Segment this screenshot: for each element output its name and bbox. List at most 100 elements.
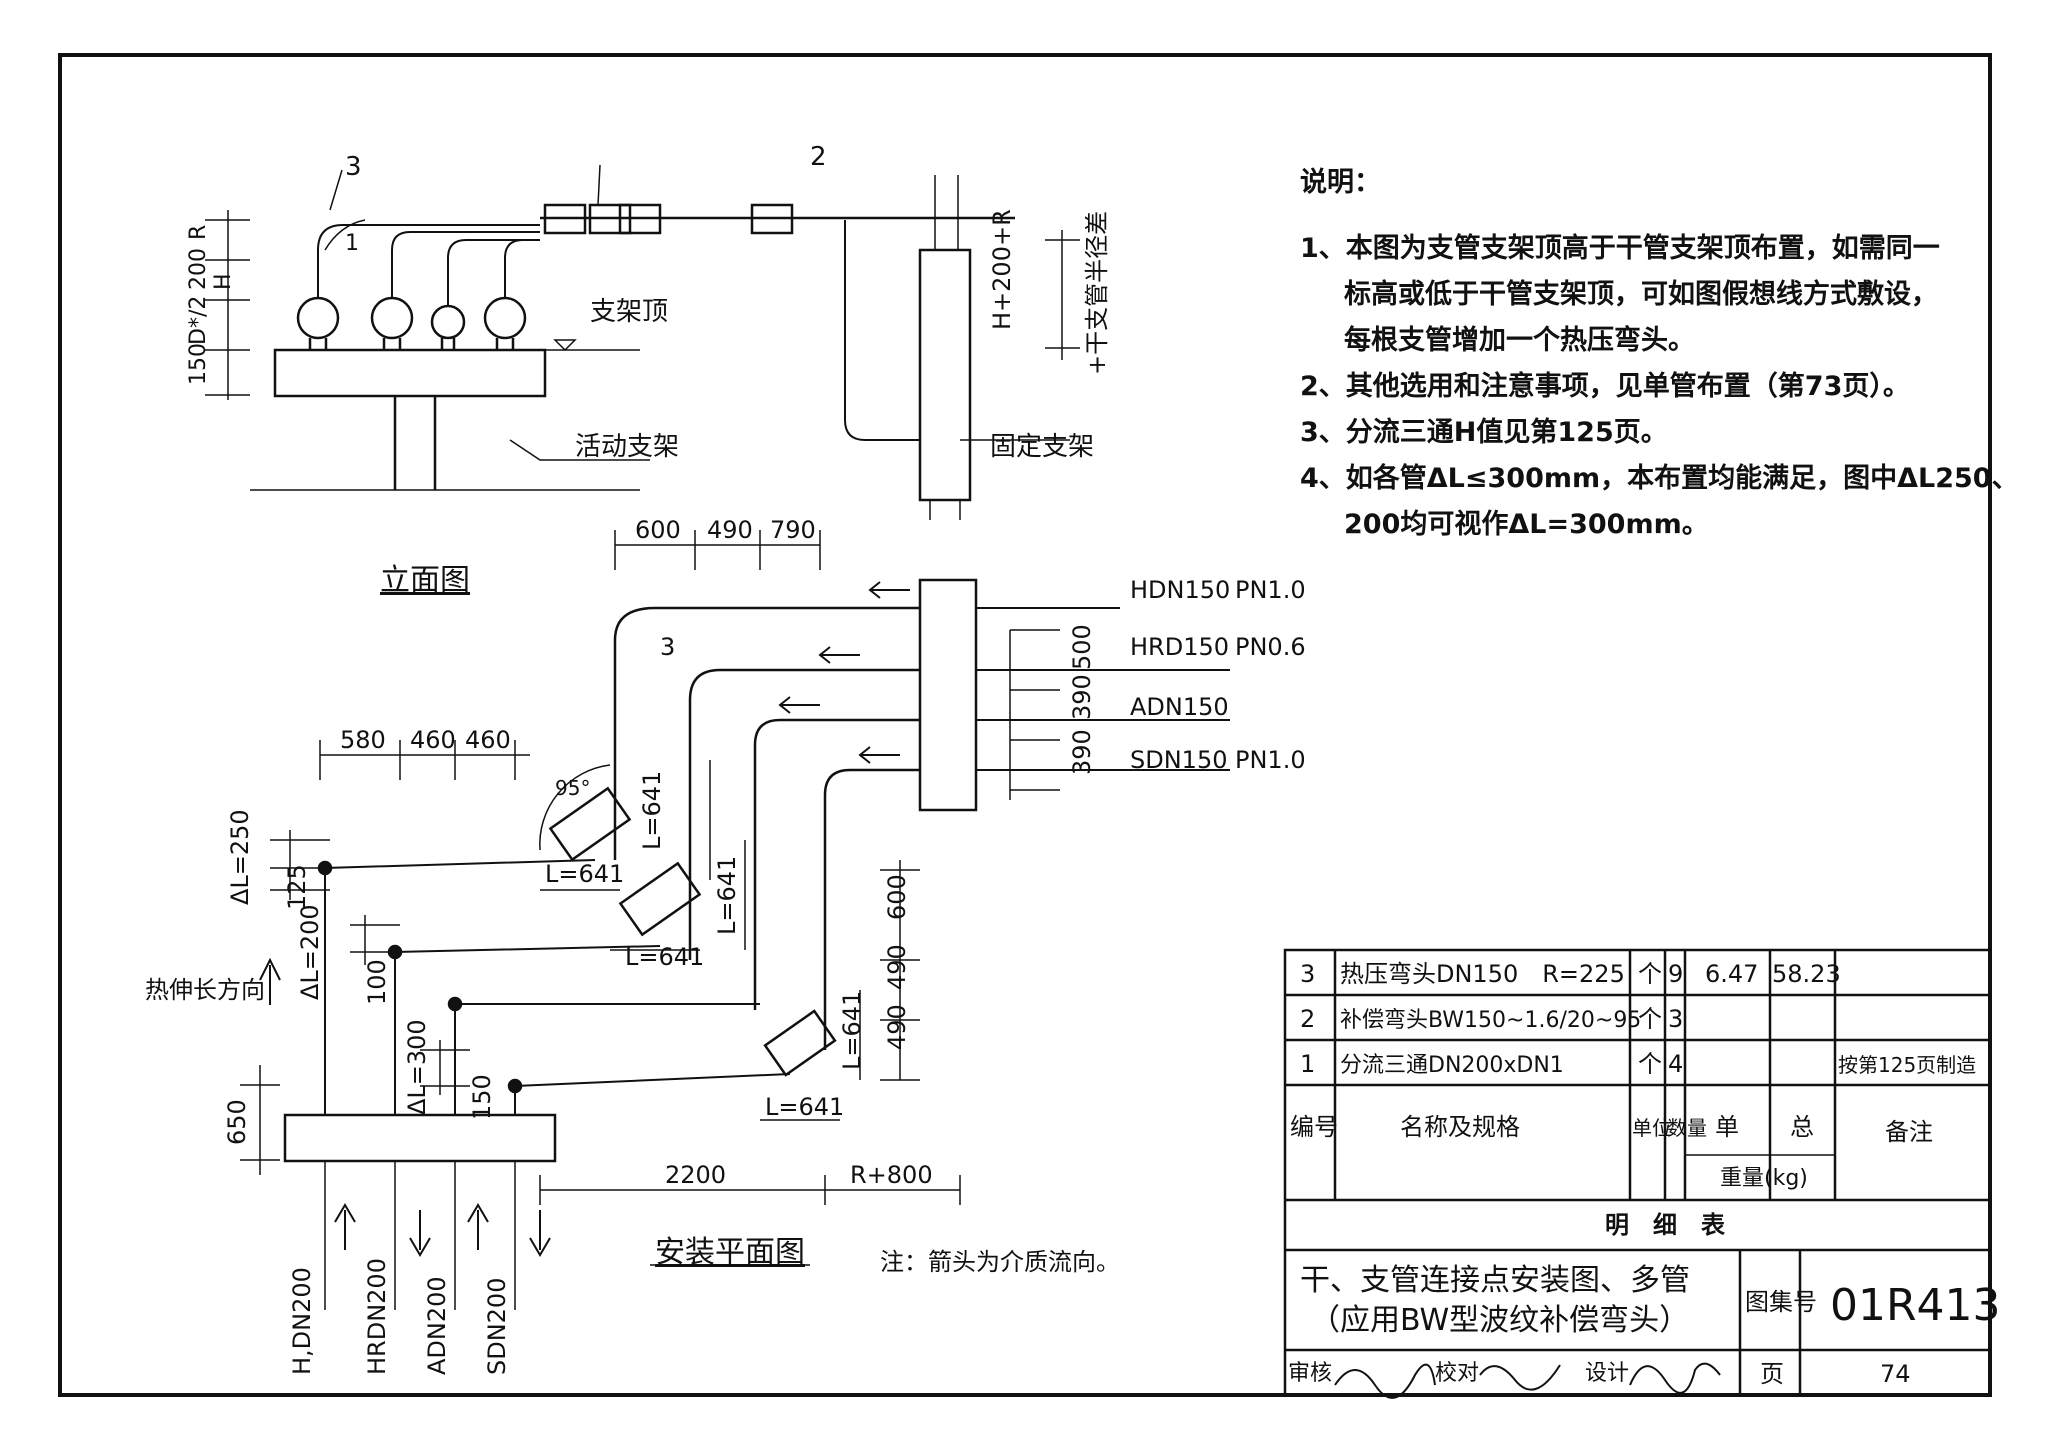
- reviewer-signature: [1334, 1363, 1436, 1399]
- signatures: [1334, 1362, 1721, 1399]
- dim-150-plan: 150: [468, 1074, 496, 1120]
- title-line-2: （应用BW型波纹补偿弯头）: [1310, 1303, 1689, 1338]
- check-label: 校对: [1435, 1361, 1479, 1386]
- bom-row-2-qty: 3: [1668, 1005, 1683, 1033]
- top-dim-2: 490: [707, 516, 753, 544]
- dim-2200: 2200: [665, 1161, 726, 1189]
- thermal-direction-label: 热伸长方向: [145, 976, 265, 1004]
- note-2: 2、其他选用和注意事项，见单管布置（第73页）。: [1300, 371, 1910, 402]
- elevation-title: 立面图: [380, 563, 470, 598]
- title-line-1: 干、支管连接点安装图、多管: [1300, 1263, 1690, 1298]
- dim-490-a: 490: [883, 944, 911, 990]
- main-4: SDN200: [483, 1278, 511, 1375]
- sliding-support-label: 活动支架: [575, 432, 679, 462]
- angle-label: 95°: [555, 776, 590, 800]
- delta-l-250: ΔL=250: [226, 809, 254, 905]
- top-dim-3: 790: [770, 516, 816, 544]
- plan-text: 600 490 790 580 460 460 95° 3 HDN150 PN1…: [145, 516, 1306, 1375]
- dim-200: 200: [186, 248, 211, 290]
- elevation-text: 支架顶 活动支架 固定支架 立面图 3 1 2 H+200+R +干支管半径差 …: [186, 142, 1111, 598]
- l-label-5: L=641: [713, 856, 741, 935]
- bom-row-1-qty: 9: [1668, 960, 1683, 988]
- plan-title: 安装平面图: [655, 1235, 805, 1270]
- dim-r: R: [186, 225, 211, 240]
- dim-100: 100: [363, 959, 391, 1005]
- elevation-tag-2: 2: [810, 142, 827, 172]
- bom-head-unit-wt: 单: [1715, 1113, 1739, 1141]
- atlas-number: 01R413: [1830, 1280, 2001, 1331]
- l-label-3: L=641: [765, 1093, 844, 1121]
- page-label: 页: [1760, 1360, 1784, 1388]
- main-1: H,DN200: [288, 1267, 316, 1375]
- note-4b: 200均可视作ΔL=300mm。: [1344, 509, 1709, 540]
- drawing-frame: [58, 53, 1992, 1397]
- bom-row-3-unit: 个: [1638, 1050, 1662, 1078]
- page-number: 74: [1880, 1360, 1911, 1388]
- elevation-tag-1: 1: [345, 231, 359, 256]
- l-label-4: L=641: [638, 771, 666, 850]
- bom-row-1-total-wt: 58.23: [1772, 960, 1841, 988]
- main-2: HRDN200: [363, 1258, 391, 1375]
- h200r-label: H+200+R: [988, 209, 1016, 330]
- bom-row-3-remark: 按第125页制造: [1838, 1053, 1976, 1077]
- l-label-6: L=641: [838, 991, 866, 1070]
- half-diff-label: +干支管半径差: [1083, 211, 1111, 375]
- dim-r800: R+800: [850, 1161, 933, 1189]
- pipe-4-pn: PN1.0: [1235, 746, 1306, 774]
- top-dim-1: 600: [635, 516, 681, 544]
- dim-125: 125: [283, 864, 311, 910]
- bom-text: 3 热压弯头DN150 R=225 个 9 6.47 58.23 2 补偿弯头B…: [1288, 960, 2001, 1388]
- bom-head-remark: 备注: [1885, 1118, 1933, 1146]
- dim-150: 150: [186, 343, 211, 385]
- pipe-1-pn: PN1.0: [1235, 576, 1306, 604]
- dim-h: H: [211, 273, 236, 290]
- bom-row-2-name: 补偿弯头BW150~1.6/20~95: [1340, 1008, 1641, 1033]
- note-1: 1、本图为支管支架顶高于干管支架顶布置，如需同一: [1300, 233, 1940, 264]
- review-label: 审核: [1288, 1361, 1332, 1386]
- support-top-label: 支架顶: [590, 297, 668, 327]
- designer-signature: [1629, 1362, 1721, 1394]
- bom-head-no: 编号: [1290, 1113, 1338, 1141]
- checker-signature: [1479, 1364, 1561, 1391]
- bom-row-1-name: 热压弯头DN150 R=225: [1340, 960, 1625, 988]
- delta-l-300: ΔL=300: [403, 1019, 431, 1115]
- pipe-1-name: HDN150: [1130, 576, 1230, 604]
- dim-650: 650: [223, 1099, 251, 1145]
- design-label: 设计: [1585, 1361, 1629, 1386]
- atlas-label: 图集号: [1745, 1288, 1817, 1316]
- flow-note: 注：箭头为介质流向。: [880, 1248, 1120, 1276]
- main-3: ADN200: [423, 1276, 451, 1375]
- dim-d: D*/2: [186, 296, 211, 345]
- pipe-3-name: ADN150: [1130, 693, 1229, 721]
- bom-head-total-wt: 总: [1790, 1113, 1814, 1141]
- l-label-1: L=641: [545, 860, 624, 888]
- bom-table: [1283, 948, 1992, 1397]
- bom-row-2-no: 2: [1300, 1005, 1315, 1033]
- note-4: 4、如各管ΔL≤300mm，本布置均能满足，图中ΔL250、: [1300, 463, 2019, 494]
- bom-row-1-unit-wt: 6.47: [1705, 960, 1758, 988]
- elevation-view: [205, 164, 1080, 520]
- bom-row-3-name: 分流三通DN200xDN1: [1340, 1053, 1564, 1078]
- bom-row-1-unit: 个: [1638, 960, 1662, 988]
- left-dim-2: 460: [410, 726, 456, 754]
- bom-row-3-no: 1: [1300, 1050, 1315, 1078]
- bom-row-1-no: 3: [1300, 960, 1315, 988]
- design-notes: 说明： 1、本图为支管支架顶高于干管支架顶布置，如需同一 标高或低于干管支架顶，…: [1300, 160, 2020, 548]
- elevation-tag-3: 3: [345, 152, 362, 182]
- left-dim-1: 580: [340, 726, 386, 754]
- bom-row-3-qty: 4: [1668, 1050, 1683, 1078]
- pipe-4-name: SDN150: [1130, 746, 1227, 774]
- dim-490-b: 490: [883, 1004, 911, 1050]
- left-dim-3: 460: [465, 726, 511, 754]
- l-label-2: L=641: [625, 943, 704, 971]
- notes-heading: 说明：: [1300, 167, 1381, 198]
- bom-head-qty: 数量: [1667, 1116, 1707, 1140]
- pipe-2-name: HRD150: [1130, 633, 1229, 661]
- fixed-support-label: 固定支架: [990, 432, 1094, 462]
- spacing-1: 500: [1068, 624, 1096, 670]
- dim-600: 600: [883, 874, 911, 920]
- delta-l-200: ΔL=200: [296, 904, 324, 1000]
- bom-caption: 明 细 表: [1605, 1211, 1726, 1239]
- pipe-2-pn: PN0.6: [1235, 633, 1306, 661]
